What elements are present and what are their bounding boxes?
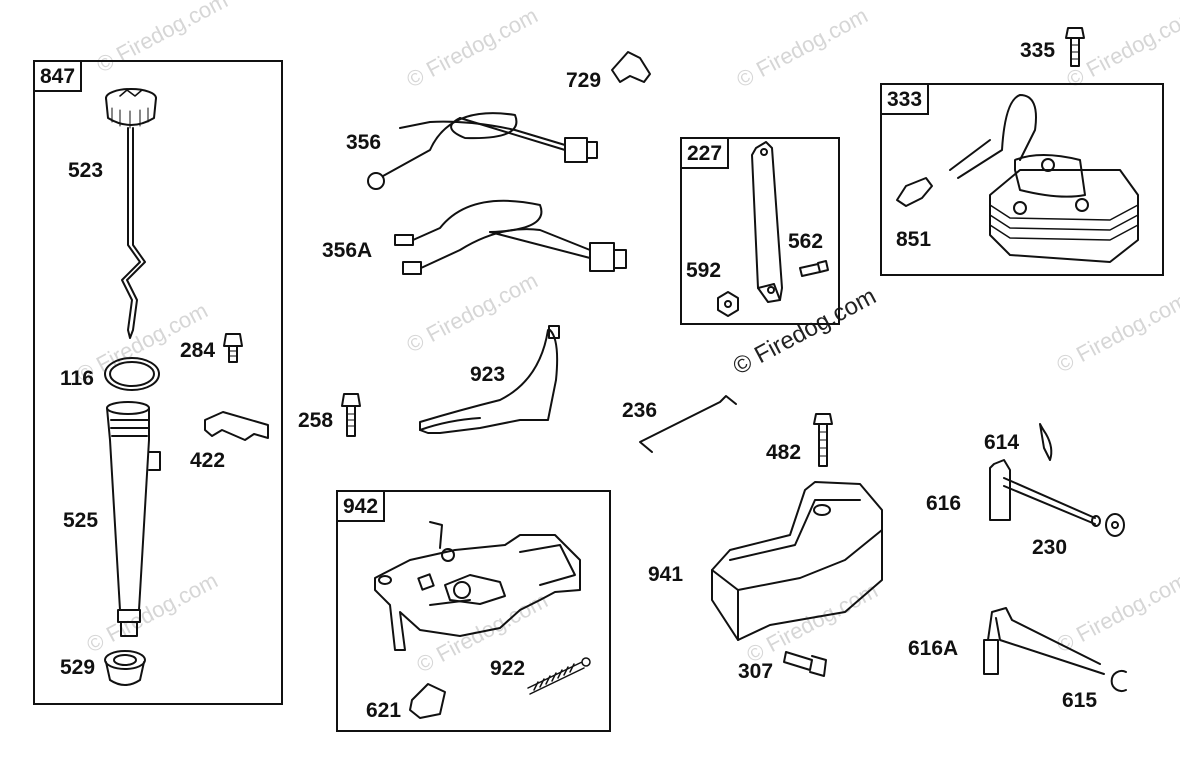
group-847-label: 847 xyxy=(33,60,83,92)
dipstick-tube-part xyxy=(106,401,161,637)
rod-236-part xyxy=(639,395,737,453)
part-615-label: 615 xyxy=(1062,689,1098,712)
armature-333-part xyxy=(949,94,1139,263)
part-523-label: 523 xyxy=(68,159,104,182)
part-529-label: 529 xyxy=(60,656,96,679)
screw-284-part xyxy=(223,333,243,363)
screw-258-part xyxy=(341,393,361,437)
part-562-label: 562 xyxy=(788,230,824,253)
part-307-label: 307 xyxy=(738,660,774,683)
part-116-label: 116 xyxy=(60,367,94,390)
bracket-422-part xyxy=(204,411,269,441)
group-333-label: 333 xyxy=(880,83,930,115)
screw-307-part xyxy=(783,651,827,677)
part-614-label: 614 xyxy=(984,431,1020,454)
part-941-label: 941 xyxy=(648,563,684,586)
screw-482-part xyxy=(813,413,833,467)
ring-615-part xyxy=(1110,670,1127,692)
part-230-label: 230 xyxy=(1032,536,1068,559)
spring-922-part xyxy=(527,657,591,695)
group-847-frame xyxy=(33,60,283,705)
grommet-part xyxy=(104,650,146,686)
clip-729-part xyxy=(611,51,651,83)
part-356-label: 356 xyxy=(346,131,382,154)
shaft-616a-part xyxy=(983,607,1105,675)
part-525-label: 525 xyxy=(63,509,99,532)
o-ring-part xyxy=(104,357,160,391)
part-356a-label: 356A xyxy=(322,239,373,262)
spring-923-part xyxy=(419,325,560,434)
part-616a-label: 616A xyxy=(908,637,959,660)
nut-592-part xyxy=(717,291,739,317)
part-236-label: 236 xyxy=(622,399,658,422)
part-592-label: 592 xyxy=(686,259,722,282)
part-335-label: 335 xyxy=(1020,39,1056,62)
part-616-label: 616 xyxy=(926,492,962,515)
clip-621-part xyxy=(409,683,446,719)
cover-941-part xyxy=(711,481,883,641)
part-923-label: 923 xyxy=(470,363,506,386)
part-422-label: 422 xyxy=(190,449,226,472)
terminal-851-part xyxy=(896,177,933,207)
part-482-label: 482 xyxy=(766,441,802,464)
part-284-label: 284 xyxy=(180,339,216,362)
wire-356a-part xyxy=(394,199,627,275)
part-258-label: 258 xyxy=(298,409,334,432)
cotter-pin-614-part xyxy=(1039,423,1053,461)
part-621-label: 621 xyxy=(366,699,402,722)
linkage-942-part xyxy=(374,521,581,651)
group-333-frame xyxy=(880,83,1164,276)
screw-335-part xyxy=(1065,27,1085,67)
screw-562-part xyxy=(799,263,821,277)
part-729-label: 729 xyxy=(566,69,602,92)
wire-356-part xyxy=(367,112,598,190)
part-851-label: 851 xyxy=(896,228,932,251)
group-942-frame xyxy=(336,490,611,732)
part-922-label: 922 xyxy=(490,657,526,680)
dipstick-part xyxy=(105,88,157,339)
group-227-label: 227 xyxy=(680,137,730,169)
group-942-label: 942 xyxy=(336,490,386,522)
shaft-616-part xyxy=(989,459,1101,527)
group-227-frame xyxy=(680,137,840,325)
washer-230-part xyxy=(1105,513,1125,537)
link-227-part xyxy=(751,141,783,303)
